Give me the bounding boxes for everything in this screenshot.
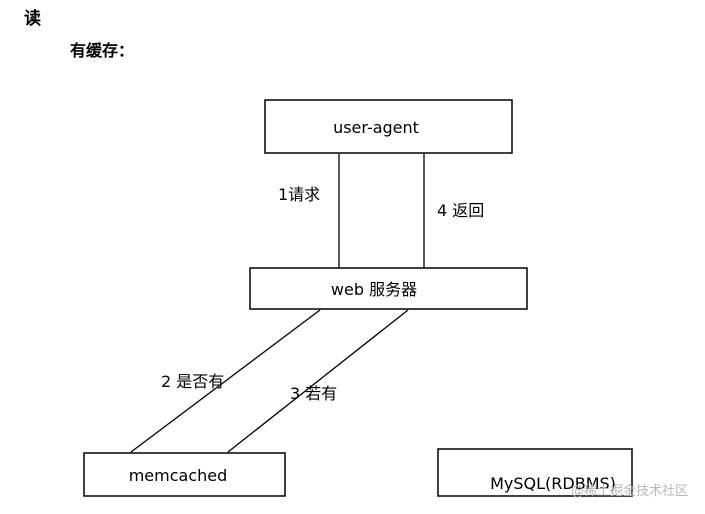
memcached-node	[83, 452, 286, 497]
edge-if-exists-line	[227, 309, 409, 453]
edge-if-exists-label: 3 若有	[290, 384, 337, 403]
user-agent-node	[264, 99, 513, 154]
web-server-label: web 服务器	[331, 280, 417, 299]
edge-check-label: 2 是否有	[161, 372, 224, 391]
user-agent-label: user-agent	[333, 118, 419, 137]
edge-check-line	[130, 309, 321, 453]
mysql-node	[437, 448, 633, 497]
section-subheading: 有缓存：	[70, 41, 135, 60]
edge-return-label: 4 返回	[437, 201, 484, 220]
web-server-node	[249, 267, 528, 310]
mysql-label: MySQL(RDBMS)	[490, 474, 616, 493]
memcached-label: memcached	[129, 466, 228, 485]
watermark-text: @稀土掘金技术社区	[571, 483, 688, 499]
edge-request-label: 1请求	[278, 185, 320, 204]
section-heading: 读	[24, 9, 41, 29]
